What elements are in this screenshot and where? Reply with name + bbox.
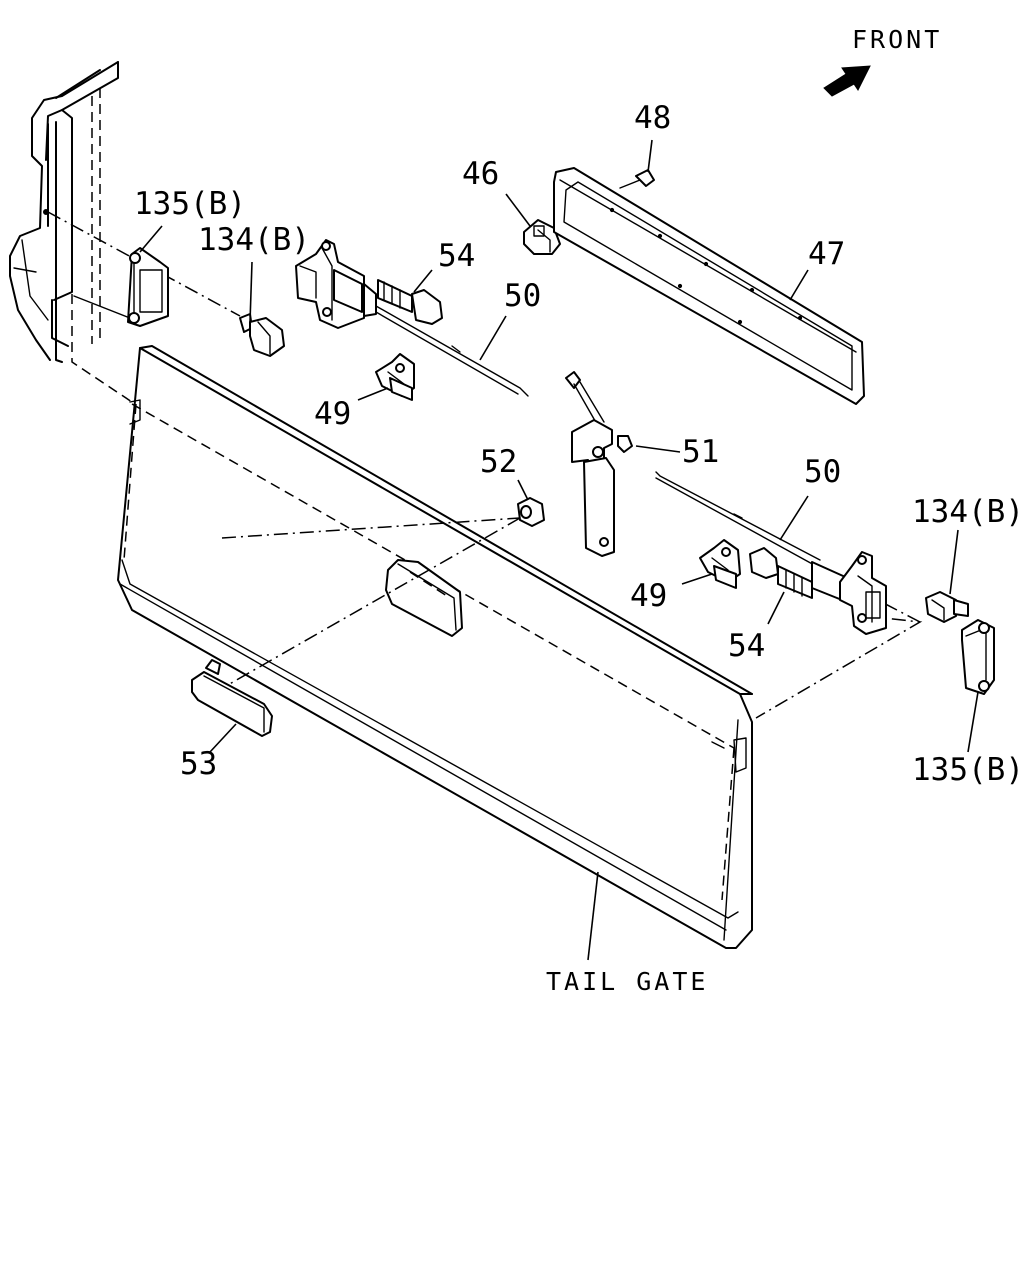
part-53-handle (191, 659, 273, 737)
callout-48: 48 (634, 100, 671, 136)
part-135b-left (127, 247, 169, 327)
part-50-rod-right (655, 471, 821, 567)
front-label: FRONT (852, 25, 942, 54)
callout-51: 51 (682, 434, 719, 470)
part-134b-left (239, 313, 285, 357)
part-46-nut (523, 219, 561, 255)
callout-53: 53 (180, 746, 217, 782)
part-54-hinge-right (749, 547, 887, 635)
callout-46: 46 (462, 156, 499, 192)
part-51-latch (565, 371, 633, 557)
arrow-icon (823, 65, 871, 97)
truck-bed-body (9, 61, 133, 403)
callout-52: 52 (480, 444, 517, 480)
callout-54-right: 54 (728, 628, 765, 664)
front-orientation: FRONT (823, 25, 942, 97)
callouts: 135(B) 134(B) 54 50 46 48 47 49 51 52 50… (134, 100, 1024, 788)
part-48-screw (619, 169, 655, 189)
part-47-seal (553, 167, 865, 405)
callout-49-right: 49 (630, 578, 667, 614)
callout-47: 47 (808, 236, 845, 272)
callout-135b-left: 135(B) (134, 186, 246, 222)
part-52-nut (517, 497, 545, 527)
callout-50-top: 50 (504, 278, 541, 314)
part-50-rod-top (375, 305, 529, 397)
part-134b-right (925, 591, 969, 623)
part-54-hinge-top (295, 239, 443, 329)
callout-54-top: 54 (438, 238, 475, 274)
callout-134b-left: 134(B) (198, 222, 310, 258)
callout-49-left: 49 (314, 396, 351, 432)
callout-135b-right: 135(B) (912, 752, 1024, 788)
tail-gate-panel (117, 345, 753, 949)
leader-lines (139, 139, 979, 961)
callout-50-right: 50 (804, 454, 841, 490)
tail-gate-label: TAIL GATE (546, 967, 708, 996)
part-49-clip-left (375, 353, 415, 401)
part-49-clip-right (699, 539, 741, 589)
callout-134b-right: 134(B) (912, 494, 1024, 530)
part-135b-right (961, 619, 995, 695)
